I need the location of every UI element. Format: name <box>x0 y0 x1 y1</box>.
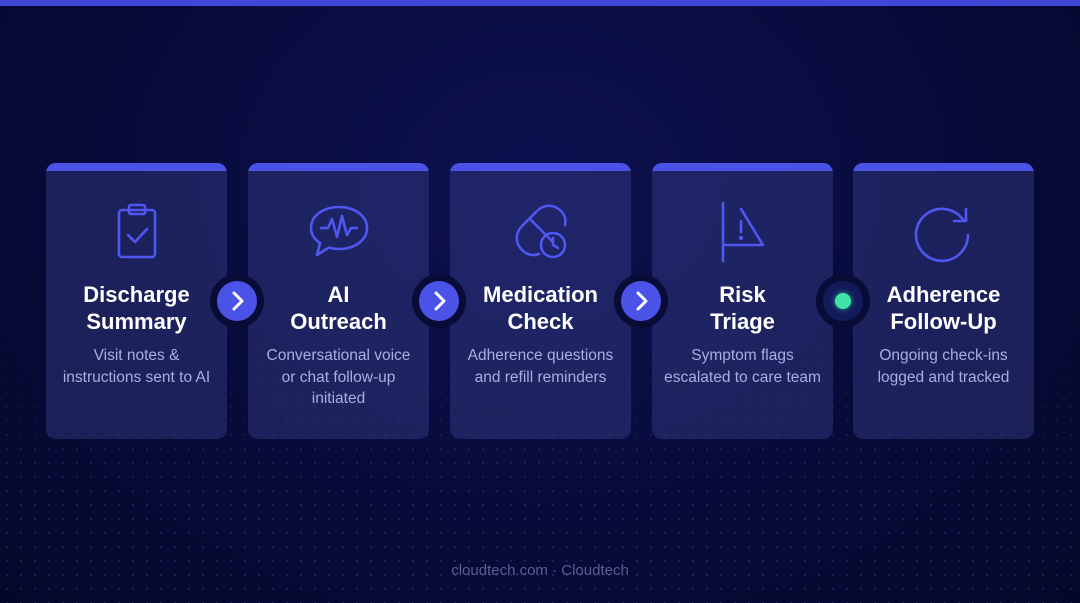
clipboard-check-icon <box>105 199 169 263</box>
footer-credit: cloudtech.com · Cloudtech <box>451 562 629 579</box>
step-description: Symptom flags escalated to care team <box>664 347 821 386</box>
active-status-dot <box>835 293 851 309</box>
step-description: Visit notes & instructions sent to AI <box>62 347 211 386</box>
step-card-discharge-summary: Discharge Summary Visit notes & instruct… <box>46 163 227 439</box>
chevron-right-icon <box>621 281 661 321</box>
step-card-adherence-follow-up: Adherence Follow-Up Ongoing check-ins lo… <box>853 163 1034 439</box>
step-title: Medication Check <box>483 282 598 334</box>
step-card-ai-outreach: AI Outreach Conversational voice or chat… <box>248 163 429 439</box>
status-dot-icon <box>823 281 863 321</box>
step-description: Adherence questions and refill reminders <box>467 347 614 386</box>
dot-grid-background <box>0 330 1080 603</box>
chevron-right-icon <box>419 281 459 321</box>
pill-clock-icon <box>509 199 573 263</box>
step-connector-status <box>816 274 870 328</box>
top-accent-bar <box>0 0 1080 6</box>
step-title: AI Outreach <box>290 282 387 334</box>
step-description: Conversational voice or chat follow-up i… <box>266 347 411 407</box>
step-title: Adherence Follow-Up <box>886 282 1001 334</box>
step-title: Risk Triage <box>710 282 775 334</box>
step-connector <box>412 274 466 328</box>
warning-flag-icon <box>711 199 775 263</box>
chat-waveform-icon <box>307 199 371 263</box>
step-card-medication-check: Medication Check Adherence questions and… <box>450 163 631 439</box>
step-connector <box>614 274 668 328</box>
chevron-right-icon <box>217 281 257 321</box>
step-description: Ongoing check-ins logged and tracked <box>877 347 1010 386</box>
refresh-icon <box>912 199 976 263</box>
step-connector <box>210 274 264 328</box>
step-card-risk-triage: Risk Triage Symptom flags escalated to c… <box>652 163 833 439</box>
step-title: Discharge Summary <box>83 282 190 334</box>
